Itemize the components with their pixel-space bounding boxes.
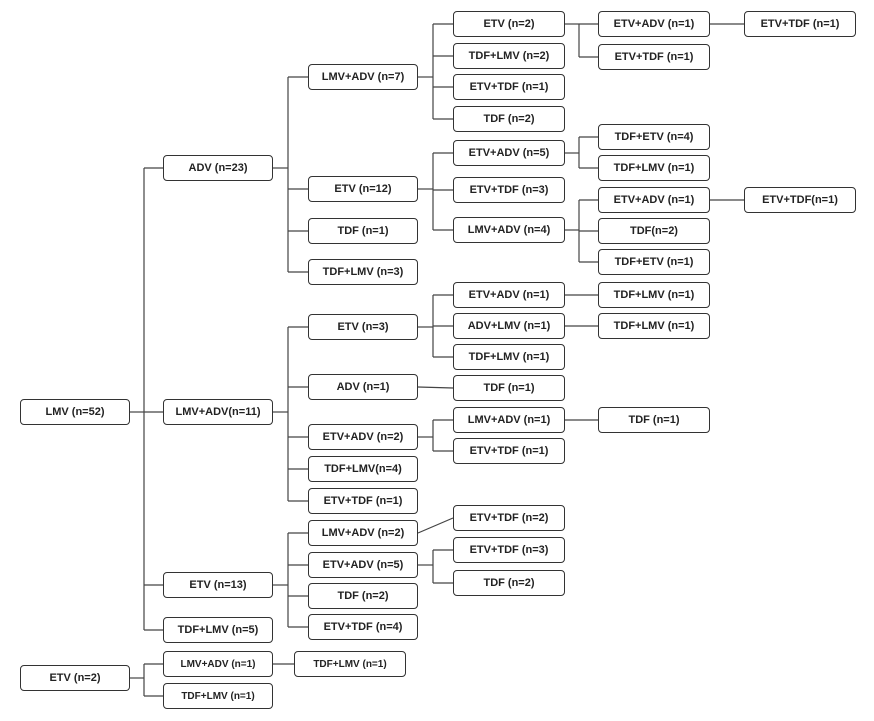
node-lmv-adv-n-7: LMV+ADV (n=7) (308, 64, 418, 90)
node-etv-tdf-n-1: ETV+TDF (n=1) (308, 488, 418, 514)
node-etv-tdf-n-1: ETV+TDF (n=1) (598, 44, 710, 70)
node-etv-adv-n-2: ETV+ADV (n=2) (308, 424, 418, 450)
node-adv-n-23: ADV (n=23) (163, 155, 273, 181)
node-etv-tdf-n-1: ETV+TDF (n=1) (744, 11, 856, 37)
node-tdf-lmv-n-1: TDF+LMV (n=1) (163, 683, 273, 709)
node-tdf-lmv-n-4: TDF+LMV(n=4) (308, 456, 418, 482)
node-tdf-lmv-n-1: TDF+LMV (n=1) (598, 313, 710, 339)
node-lmv-adv-n-4: LMV+ADV (n=4) (453, 217, 565, 243)
node-tdf-lmv-n-1: TDF+LMV (n=1) (294, 651, 406, 677)
node-etv-adv-n-5: ETV+ADV (n=5) (453, 140, 565, 166)
node-adv-n-1: ADV (n=1) (308, 374, 418, 400)
node-tdf-etv-n-4: TDF+ETV (n=4) (598, 124, 710, 150)
node-tdf-n-2: TDF (n=2) (453, 106, 565, 132)
node-etv-tdf-n-3: ETV+TDF (n=3) (453, 177, 565, 203)
node-tdf-lmv-n-1: TDF+LMV (n=1) (598, 155, 710, 181)
node-tdf-n-1: TDF (n=1) (598, 407, 710, 433)
node-etv-n-2: ETV (n=2) (20, 665, 130, 691)
node-lmv-adv-n-1: LMV+ADV (n=1) (163, 651, 273, 677)
node-tdf-lmv-n-1: TDF+LMV (n=1) (453, 344, 565, 370)
node-tdf-n-1: TDF (n=1) (453, 375, 565, 401)
node-etv-tdf-n-1: ETV+TDF(n=1) (744, 187, 856, 213)
node-etv-tdf-n-1: ETV+TDF (n=1) (453, 438, 565, 464)
node-etv-adv-n-1: ETV+ADV (n=1) (598, 187, 710, 213)
node-adv-lmv-n-1: ADV+LMV (n=1) (453, 313, 565, 339)
node-etv-tdf-n-4: ETV+TDF (n=4) (308, 614, 418, 640)
node-etv-adv-n-1: ETV+ADV (n=1) (453, 282, 565, 308)
node-etv-n-2: ETV (n=2) (453, 11, 565, 37)
node-tdf-etv-n-1: TDF+ETV (n=1) (598, 249, 710, 275)
node-tdf-n-2: TDF(n=2) (598, 218, 710, 244)
node-tdf-n-2: TDF (n=2) (453, 570, 565, 596)
node-tdf-n-1: TDF (n=1) (308, 218, 418, 244)
node-etv-n-13: ETV (n=13) (163, 572, 273, 598)
node-lmv-adv-n-2: LMV+ADV (n=2) (308, 520, 418, 546)
node-etv-tdf-n-2: ETV+TDF (n=2) (453, 505, 565, 531)
node-etv-adv-n-1: ETV+ADV (n=1) (598, 11, 710, 37)
node-tdf-lmv-n-1: TDF+LMV (n=1) (598, 282, 710, 308)
node-etv-tdf-n-3: ETV+TDF (n=3) (453, 537, 565, 563)
connector-line (417, 517, 454, 534)
node-tdf-n-2: TDF (n=2) (308, 583, 418, 609)
node-etv-n-12: ETV (n=12) (308, 176, 418, 202)
node-lmv-adv-n-1: LMV+ADV (n=1) (453, 407, 565, 433)
node-tdf-lmv-n-2: TDF+LMV (n=2) (453, 43, 565, 69)
node-etv-n-3: ETV (n=3) (308, 314, 418, 340)
node-etv-adv-n-5: ETV+ADV (n=5) (308, 552, 418, 578)
node-lmv-n-52: LMV (n=52) (20, 399, 130, 425)
node-tdf-lmv-n-3: TDF+LMV (n=3) (308, 259, 418, 285)
node-etv-tdf-n-1: ETV+TDF (n=1) (453, 74, 565, 100)
connector-line (417, 386, 454, 389)
node-lmv-adv-n-11: LMV+ADV(n=11) (163, 399, 273, 425)
node-tdf-lmv-n-5: TDF+LMV (n=5) (163, 617, 273, 643)
